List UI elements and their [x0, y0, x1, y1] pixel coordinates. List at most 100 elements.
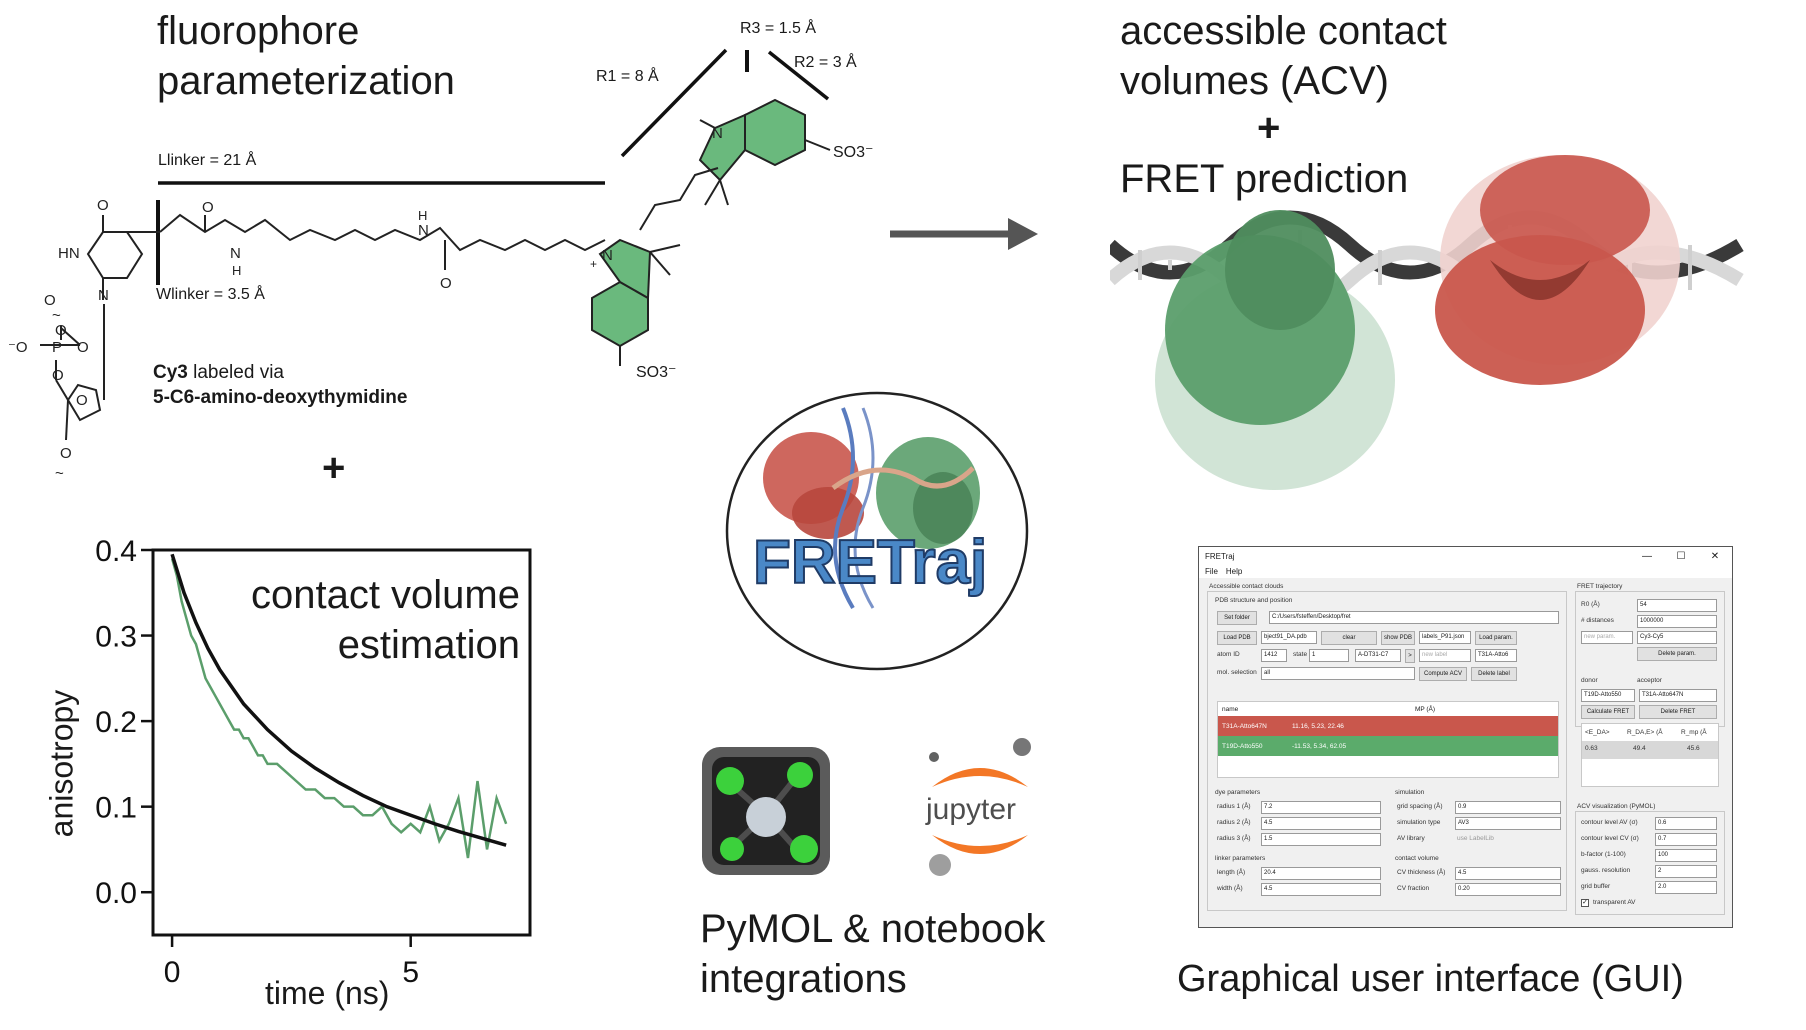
table-row[interactable]: T19D-Atto550 -11.53, 5.34, 62.05	[1218, 736, 1558, 756]
svg-text:O: O	[44, 292, 56, 309]
row-name: T31A-Atto647N	[1222, 722, 1267, 730]
process-arrow	[890, 218, 1038, 250]
heading-fret: FRET prediction	[1120, 157, 1409, 201]
heading-acv-line2: volumes (ACV)	[1120, 59, 1389, 103]
acv-table: name MP (Å) T31A-Atto647N 11.16, 5.23, 2…	[1217, 701, 1559, 778]
pymol-icon[interactable]	[700, 745, 832, 877]
wlinker-label: Wlinker = 3.5 Å	[156, 286, 265, 303]
delete-param-button[interactable]: Delete param.	[1637, 647, 1717, 661]
chart-ylabel: anisotropy	[43, 689, 80, 838]
svg-text:⁻O: ⁻O	[8, 339, 28, 356]
svg-text:HN: HN	[58, 245, 80, 262]
svg-text:O: O	[76, 392, 88, 409]
labellib-checkbox[interactable]: use LabelLib	[1457, 835, 1494, 842]
load-param-button[interactable]: Load param.	[1475, 631, 1517, 645]
delete-fret-button[interactable]: Delete FRET	[1639, 705, 1717, 719]
ndist-spinbox[interactable]: 1000000	[1637, 615, 1717, 628]
simtype-select[interactable]: AV3	[1455, 817, 1561, 830]
r2-bar	[767, 50, 830, 101]
cvthick-label: CV thickness (Å)	[1397, 869, 1446, 876]
gauss-label: gauss. resolution	[1581, 867, 1631, 874]
viz-group	[1575, 811, 1725, 915]
label-select[interactable]: T31A-Atto6	[1475, 649, 1517, 662]
chart-title-line1: contact volume	[250, 573, 520, 617]
radius2-label: radius 2 (Å)	[1217, 819, 1251, 826]
new-param-input[interactable]: new param.	[1581, 631, 1633, 644]
jupyter-icon[interactable]: jupyter	[920, 735, 1040, 880]
radius1-label: radius 1 (Å)	[1217, 803, 1251, 810]
clear-button[interactable]: clear	[1321, 631, 1377, 645]
viz-title: ACV visualization (PyMOL)	[1577, 803, 1656, 810]
gridbuf-spinbox[interactable]: 2.0	[1655, 881, 1717, 894]
contour-cv-spinbox[interactable]: 0.7	[1655, 833, 1717, 846]
simtype-label: simulation type	[1397, 819, 1441, 826]
add-atom-button[interactable]: >	[1405, 649, 1415, 663]
fret-value-e: 0.63	[1585, 745, 1598, 752]
y-tick-label: 0.0	[95, 877, 137, 910]
acceptor-select[interactable]: T31A-Atto647N	[1639, 689, 1717, 702]
radius3-spinbox[interactable]: 1.5	[1261, 833, 1381, 846]
so3-top-label: SO3⁻	[833, 144, 874, 161]
folder-path-input[interactable]: C:/Users/fsteffen/Desktop/fret	[1269, 611, 1559, 624]
cvfrac-spinbox[interactable]: 0.20	[1455, 883, 1561, 896]
y-tick-label: 0.2	[95, 706, 137, 739]
linker-title: linker parameters	[1215, 855, 1266, 862]
delete-label-button[interactable]: Delete label	[1471, 667, 1517, 681]
fret-result-row[interactable]	[1582, 741, 1718, 759]
show-pdb-button[interactable]: show PDB	[1381, 631, 1415, 645]
cy3-caption-rest: labeled via	[187, 362, 284, 383]
sim-title: simulation	[1395, 789, 1425, 796]
radius2-spinbox[interactable]: 4.5	[1261, 817, 1381, 830]
table-row[interactable]: T31A-Atto647N 11.16, 5.23, 22.46	[1218, 716, 1558, 736]
state-spinbox[interactable]: 1	[1309, 649, 1349, 662]
row-name: T19D-Atto550	[1222, 742, 1263, 750]
contour-av-spinbox[interactable]: 0.6	[1655, 817, 1717, 830]
ndist-label: # distances	[1581, 617, 1614, 624]
heading-gui: Graphical user interface (GUI)	[1177, 958, 1684, 1000]
menu-file[interactable]: File	[1205, 567, 1218, 576]
labels-file-input[interactable]: labels_P91.json	[1419, 631, 1471, 644]
minimize-button[interactable]: —	[1642, 550, 1652, 562]
calculate-fret-button[interactable]: Calculate FRET	[1581, 705, 1635, 719]
mol-selection-label: mol. selection	[1217, 669, 1257, 676]
load-pdb-button[interactable]: Load PDB	[1217, 631, 1257, 645]
maximize-button[interactable]: ☐	[1676, 550, 1686, 562]
r0-spinbox[interactable]: 54	[1637, 599, 1717, 612]
length-label: length (Å)	[1217, 869, 1246, 876]
bfactor-spinbox[interactable]: 100	[1655, 849, 1717, 862]
new-label-input[interactable]: new label	[1419, 649, 1471, 662]
grid-label: grid spacing (Å)	[1397, 803, 1443, 810]
close-button[interactable]: ✕	[1710, 550, 1720, 562]
atom-name-field[interactable]: A-DT31-C7	[1355, 649, 1401, 662]
transparent-checkbox[interactable]: ✓	[1581, 899, 1589, 907]
fit-curve	[170, 553, 507, 847]
svg-text:O: O	[55, 322, 67, 339]
dye-title: dye parameters	[1215, 789, 1261, 796]
svg-text:N: N	[712, 125, 723, 142]
fret-value-rmp: 45.6	[1687, 745, 1700, 752]
plus-left: +	[322, 446, 346, 490]
pymol-heading-line2: integrations	[700, 957, 907, 1001]
fret-col-rda: R_DA,E> (Å	[1627, 729, 1663, 736]
donor-select[interactable]: T19D-Atto550	[1581, 689, 1635, 702]
pair-select[interactable]: Cy3-Cy5	[1637, 631, 1717, 644]
svg-text:O: O	[77, 339, 89, 356]
length-spinbox[interactable]: 20.4	[1261, 867, 1381, 880]
compute-acv-button[interactable]: Compute ACV	[1419, 667, 1467, 681]
pdb-file-input[interactable]: bject91_DA.pdb	[1261, 631, 1317, 644]
atom-id-spinbox[interactable]: 1412	[1261, 649, 1287, 662]
cvthick-spinbox[interactable]: 4.5	[1455, 867, 1561, 880]
width-spinbox[interactable]: 4.5	[1261, 883, 1381, 896]
menu-help[interactable]: Help	[1225, 567, 1243, 576]
grid-spinbox[interactable]: 0.9	[1455, 801, 1561, 814]
radius1-spinbox[interactable]: 7.2	[1261, 801, 1381, 814]
llinker-label: Llinker = 21 Å	[158, 152, 257, 169]
donor-label: donor	[1581, 677, 1598, 684]
gui-menubar: File Help	[1199, 565, 1732, 578]
x-tick-label: 5	[402, 956, 419, 989]
gui-titlebar: FRETraj — ☐ ✕	[1199, 547, 1732, 565]
gauss-spinbox[interactable]: 2	[1655, 865, 1717, 878]
mol-selection-input[interactable]: all	[1261, 667, 1415, 680]
set-folder-button[interactable]: Set folder	[1217, 611, 1257, 625]
